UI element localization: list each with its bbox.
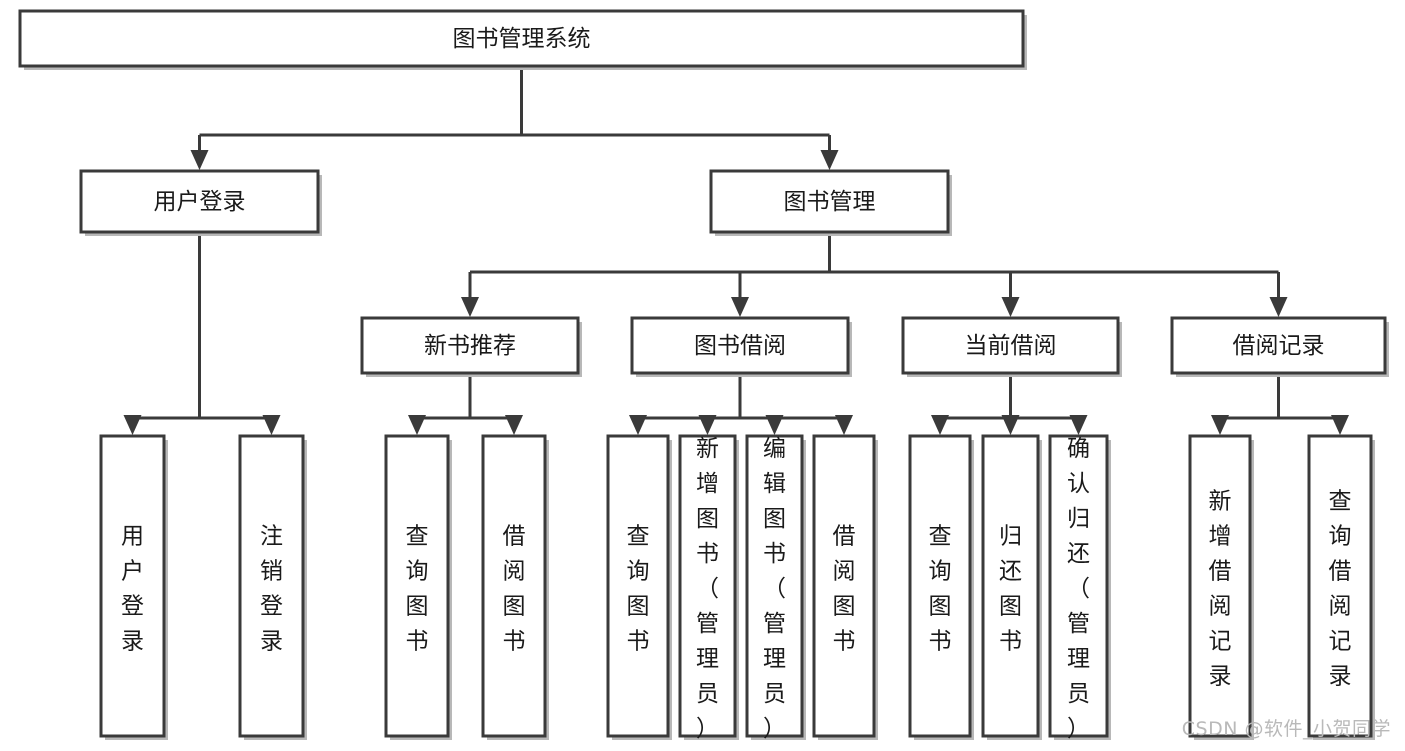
arrow-head-level3-0 bbox=[461, 297, 479, 317]
arrow-head-leaf-add-book bbox=[698, 415, 717, 435]
arrow-head-leaf-borrow-book-2 bbox=[835, 415, 853, 435]
arrow-head-level3-2 bbox=[1001, 297, 1020, 317]
arrow-head-leaf-user-logout bbox=[262, 415, 281, 435]
arrow-head-leaf-user-login bbox=[123, 415, 142, 435]
arrow-head-leaf-query-book-2 bbox=[629, 415, 647, 435]
node-borrow-record-label: 借阅记录 bbox=[1233, 333, 1325, 359]
node-layer: 图书管理系统用户登录图书管理新书推荐图书借阅当前借阅借阅记录用户登录注销登录查询… bbox=[18, 9, 1389, 742]
arrow-head-level3-1 bbox=[731, 297, 749, 317]
leaf-leaf-confirm-return-box[interactable] bbox=[1048, 434, 1109, 738]
leaf-leaf-add-book-box[interactable] bbox=[678, 434, 737, 738]
arrow-head-leaf-borrow-book-1 bbox=[505, 415, 523, 435]
leaf-leaf-query-book-3-label: 查询图书 bbox=[929, 523, 952, 654]
leaf-leaf-query-book-3-box[interactable] bbox=[908, 434, 972, 738]
node-current-borrow-label: 当前借阅 bbox=[965, 333, 1057, 359]
node-user-login-label: 用户登录 bbox=[154, 189, 246, 215]
node-current-borrow-box[interactable] bbox=[901, 316, 1120, 375]
arrow-head-leaf-edit-book bbox=[765, 415, 784, 435]
leaf-leaf-add-record-label: 新增借阅记录 bbox=[1209, 488, 1232, 689]
arrow-head-level2-1 bbox=[820, 150, 839, 170]
leaf-leaf-query-record-label: 查询借阅记录 bbox=[1329, 488, 1352, 689]
root-system-label: 图书管理系统 bbox=[453, 26, 591, 52]
leaf-leaf-query-book-1-label: 查询图书 bbox=[406, 523, 429, 654]
leaf-leaf-query-book-2-label: 查询图书 bbox=[627, 523, 650, 654]
leaf-leaf-edit-book-label: 编辑图书（管理员） bbox=[763, 436, 786, 742]
connector-layer bbox=[123, 66, 1349, 435]
leaf-leaf-borrow-book-2-box[interactable] bbox=[812, 434, 876, 738]
leaf-leaf-borrow-book-1-label: 借阅图书 bbox=[503, 523, 526, 654]
node-book-manage-label: 图书管理 bbox=[784, 189, 876, 215]
root-system-box[interactable] bbox=[18, 9, 1025, 68]
node-book-borrow-label: 图书借阅 bbox=[694, 333, 786, 359]
node-borrow-record-box[interactable] bbox=[1170, 316, 1387, 375]
leaf-leaf-query-book-1-box[interactable] bbox=[384, 434, 450, 738]
node-book-manage-box[interactable] bbox=[709, 169, 950, 234]
arrow-head-leaf-return-book bbox=[1001, 415, 1020, 435]
leaf-leaf-user-logout-label: 注销登录 bbox=[260, 523, 283, 654]
leaf-leaf-add-book-label: 新增图书（管理员） bbox=[696, 436, 719, 742]
leaf-leaf-edit-book-box[interactable] bbox=[745, 434, 804, 738]
leaf-leaf-add-record-box[interactable] bbox=[1188, 434, 1252, 738]
leaf-leaf-borrow-book-2-label: 借阅图书 bbox=[833, 523, 856, 654]
leaf-leaf-return-book-label: 归还图书 bbox=[999, 523, 1022, 654]
arrow-head-level2-0 bbox=[190, 150, 209, 170]
node-book-borrow-box[interactable] bbox=[630, 316, 850, 375]
arrow-head-leaf-confirm-return bbox=[1069, 415, 1088, 435]
leaf-leaf-user-logout-box[interactable] bbox=[238, 434, 305, 738]
leaf-leaf-query-book-2-box[interactable] bbox=[606, 434, 670, 738]
node-user-login-box[interactable] bbox=[79, 169, 320, 234]
leaf-leaf-confirm-return-label: 确认归还（管理员） bbox=[1067, 436, 1090, 742]
arrow-head-level3-3 bbox=[1269, 297, 1288, 317]
node-new-book-recommend-box[interactable] bbox=[360, 316, 580, 375]
arrow-head-leaf-add-record bbox=[1211, 415, 1229, 435]
leaf-leaf-query-record-box[interactable] bbox=[1307, 434, 1373, 738]
leaf-leaf-borrow-book-1-box[interactable] bbox=[481, 434, 547, 738]
arrow-head-leaf-query-record bbox=[1331, 415, 1349, 435]
arrow-head-leaf-query-book-3 bbox=[931, 415, 949, 435]
arrow-head-leaf-query-book-1 bbox=[408, 415, 426, 435]
leaf-leaf-user-login-box[interactable] bbox=[99, 434, 166, 738]
leaf-leaf-user-login-label: 用户登录 bbox=[121, 523, 144, 654]
leaf-leaf-return-book-box[interactable] bbox=[981, 434, 1040, 738]
node-new-book-recommend-label: 新书推荐 bbox=[424, 333, 516, 359]
